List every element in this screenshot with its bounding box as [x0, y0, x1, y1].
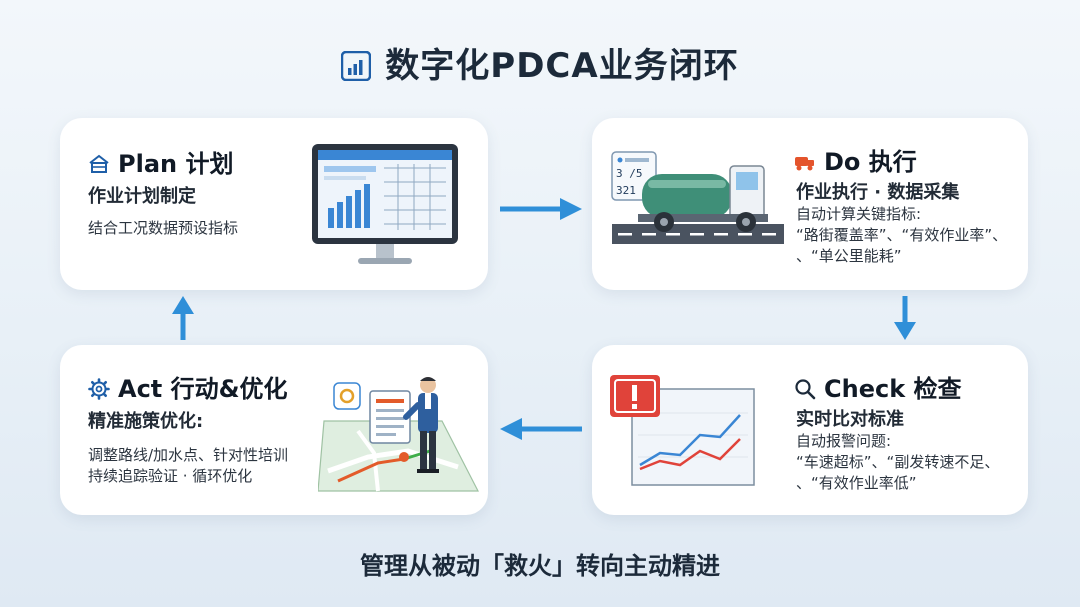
- map-person-illustration: [318, 377, 479, 492]
- act-desc: 调整路线/加水点、针对性培训 持续追踪验证 · 循环优化: [88, 445, 288, 487]
- do-subtitle: 作业执行 · 数据采集: [796, 182, 960, 203]
- arrow-act-to-plan: [172, 296, 194, 340]
- act-desc-line: 持续追踪验证 · 循环优化: [88, 467, 253, 485]
- act-title: Act 行动&优化: [88, 369, 288, 404]
- do-desc-line: 自动计算关键指标:: [796, 205, 922, 223]
- gear-icon: [88, 378, 110, 400]
- do-desc: 自动计算关键指标: “路街覆盖率”、“有效作业率”、 、“单公里能耗”: [796, 204, 1007, 267]
- page-title: 数字化PDCA业务闭环: [0, 38, 1080, 87]
- truck-panel-line2: 321: [616, 184, 636, 197]
- check-desc-line: “车速超标”、“副发转速不足、: [796, 453, 1000, 471]
- truck-illustration: 3 /5 321: [611, 151, 784, 244]
- do-desc-line: “路街覆盖率”、“有效作业率”、: [796, 226, 1008, 244]
- page-title-text: 数字化PDCA业务闭环: [385, 46, 739, 86]
- arrow-check-to-act: [500, 418, 582, 440]
- plan-title: Plan 计划: [88, 144, 233, 179]
- check-subtitle: 实时比对标准: [796, 409, 904, 430]
- do-desc-line: 、“单公里能耗”: [796, 247, 902, 265]
- check-desc-line: 、“有效作业率低”: [796, 474, 917, 492]
- check-title: Check 检查: [794, 369, 962, 404]
- truck-panel-line1: 3 /5: [616, 167, 643, 180]
- alert-chart-illustration: [610, 375, 755, 486]
- plan-desc-line: 结合工况数据预设指标: [88, 219, 239, 237]
- card-do: 3 /5 321 Do 执行 作业执行 · 数据采集 自动计算关键指标: “路街…: [592, 118, 1028, 290]
- arrow-plan-to-do: [500, 198, 582, 220]
- search-icon: [795, 379, 816, 400]
- act-subtitle: 精准施策优化:: [88, 411, 204, 432]
- truck-icon: [795, 157, 814, 171]
- arrow-do-to-check: [894, 296, 916, 340]
- home-icon: [89, 154, 109, 173]
- plan-subtitle: 作业计划制定: [88, 186, 196, 207]
- check-desc: 自动报警问题: “车速超标”、“副发转速不足、 、“有效作业率低”: [796, 431, 999, 494]
- do-title: Do 执行: [794, 142, 917, 177]
- card-check: Check 检查 实时比对标准 自动报警问题: “车速超标”、“副发转速不足、 …: [592, 345, 1028, 515]
- act-desc-line: 调整路线/加水点、针对性培训: [88, 446, 289, 464]
- monitor-illustration: [312, 144, 458, 264]
- check-desc-line: 自动报警问题:: [796, 432, 892, 450]
- card-act: Act 行动&优化 精准施策优化: 调整路线/加水点、针对性培训 持续追踪验证 …: [60, 345, 488, 515]
- footer-slogan: 管理从被动「救火」转向主动精进: [360, 552, 720, 580]
- card-plan: Plan 计划 作业计划制定 结合工况数据预设指标: [60, 118, 488, 290]
- bar-chart-icon: [341, 51, 372, 81]
